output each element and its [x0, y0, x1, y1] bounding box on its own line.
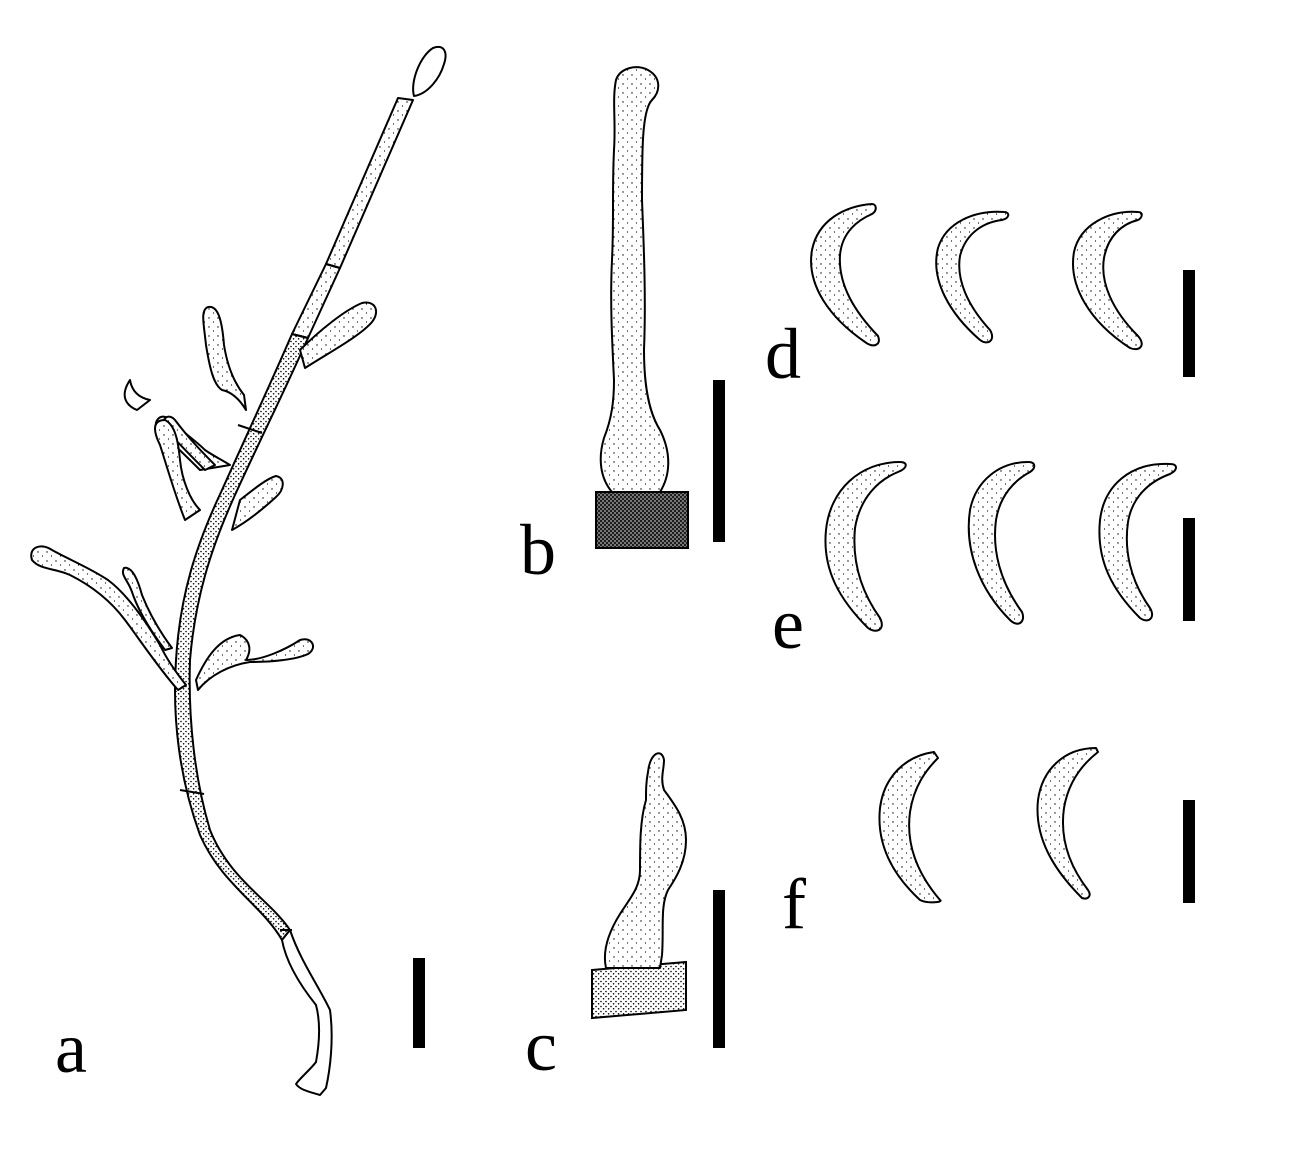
branch-phialide: [231, 475, 284, 531]
conidium: [1098, 462, 1177, 622]
septum: [325, 263, 341, 269]
panel-label-f: f: [782, 864, 806, 944]
branch-phialide: [162, 415, 216, 471]
panel-f-drawing: [878, 747, 1099, 904]
septum: [291, 333, 309, 339]
conidium: [967, 461, 1036, 625]
phialide: [599, 66, 670, 493]
panel-e-drawing: [824, 461, 1177, 632]
conidium: [824, 461, 907, 632]
panel-c-drawing: [591, 752, 687, 1020]
panel-b-drawing: [595, 66, 689, 549]
scale-bar: [1183, 518, 1195, 621]
basal-hypha: [281, 929, 333, 1096]
panel-label-e: e: [772, 584, 804, 664]
panel-label-b: b: [520, 510, 556, 590]
panel-label-c: c: [525, 1006, 557, 1086]
panel-a-drawing: [30, 46, 447, 1096]
branch-lower-right: [195, 634, 315, 691]
panel-label-d: d: [765, 314, 801, 394]
conidium: [935, 210, 1010, 344]
septum: [237, 424, 263, 434]
branch-phialide: [122, 566, 173, 651]
branch-right-upper: [299, 301, 378, 369]
curved-tip: [123, 379, 151, 411]
conidium: [810, 203, 880, 347]
branch-phialide: [202, 305, 247, 411]
septum: [179, 789, 205, 795]
hypha-segment: [591, 960, 687, 1020]
scale-bar: [413, 958, 425, 1048]
main-stalk-upper: [325, 97, 414, 269]
hypha-segment: [595, 491, 689, 549]
panel-label-a: a: [55, 1008, 87, 1088]
scale-bar: [1183, 800, 1195, 903]
phialide: [604, 752, 687, 969]
conidium: [878, 751, 942, 904]
scale-bar: [1183, 270, 1195, 377]
conidium: [1072, 210, 1143, 351]
terminal-conidium: [412, 46, 447, 97]
scale-bar: [713, 380, 725, 542]
conidium: [1036, 747, 1099, 900]
scale-bar: [713, 890, 725, 1048]
branch-phialide: [154, 419, 201, 521]
panel-d-drawing: [810, 203, 1143, 351]
branch-lower-left: [30, 545, 187, 691]
